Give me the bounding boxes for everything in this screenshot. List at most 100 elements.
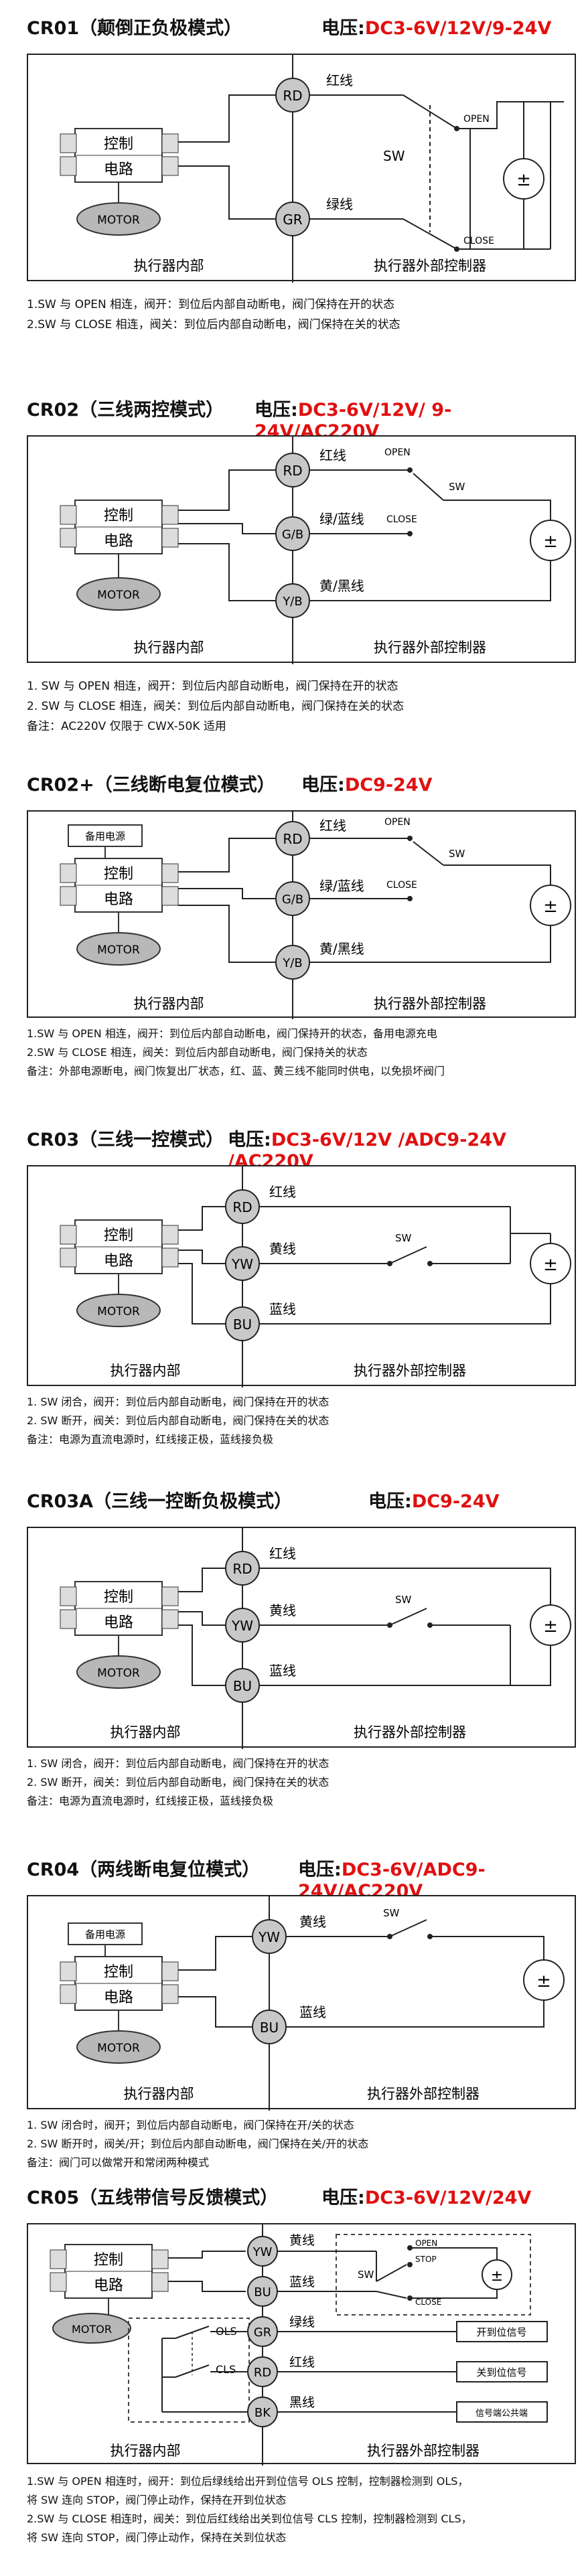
svg-text:执行器外部控制器: 执行器外部控制器 (374, 996, 486, 1012)
notes: 1. SW 闭合，阀开：到位后内部自动断电，阀门保持在开的状态 2. SW 断开… (27, 1757, 330, 1807)
power-source-icon (482, 2259, 512, 2290)
svg-text:CLOSE: CLOSE (386, 514, 417, 525)
svg-text:信号端公共端: 信号端公共端 (476, 2409, 528, 2419)
svg-text:MOTOR: MOTOR (97, 1667, 140, 1680)
svg-text:STOP: STOP (415, 2255, 437, 2264)
svg-text:±: ± (491, 2268, 503, 2285)
wiring-diagram: 备用电源 控制 电路 MOTOR YW BU 黄线 蓝线 SW (27, 1895, 576, 2111)
svg-text:绿/蓝线: 绿/蓝线 (319, 511, 364, 527)
svg-text:蓝线: 蓝线 (289, 2275, 315, 2289)
svg-text:RD: RD (283, 463, 302, 479)
svg-text:控制: 控制 (104, 1589, 133, 1606)
svg-text:执行器内部: 执行器内部 (134, 996, 204, 1012)
svg-text:电路: 电路 (94, 2277, 123, 2294)
svg-text:蓝线: 蓝线 (269, 1663, 296, 1679)
svg-text:YW: YW (252, 2245, 273, 2259)
svg-text:MOTOR: MOTOR (97, 1305, 140, 1318)
power-source-icon (523, 1959, 565, 2001)
power-source-icon (530, 1604, 571, 1646)
svg-text:黑线: 黑线 (289, 2395, 315, 2410)
section-title: CR03A（三线一控断负极模式） (27, 1491, 293, 1512)
close-label: CLOSE (463, 236, 494, 246)
svg-text:蓝线: 蓝线 (299, 2004, 326, 2020)
signal-open-box (456, 2321, 548, 2342)
motor-icon (76, 1294, 161, 1327)
svg-text:BU: BU (254, 2285, 271, 2299)
svg-text:电路: 电路 (104, 1253, 133, 1270)
svg-text:黄/黑线: 黄/黑线 (319, 941, 364, 957)
outside-label: 执行器外部控制器 (374, 258, 486, 274)
wiring-diagram: 控制 电路 MOTOR RD GR 红线 绿线 SW OPEN CLOSE (27, 54, 576, 283)
svg-text:执行器外部控制器: 执行器外部控制器 (367, 2443, 480, 2459)
svg-text:CLOSE: CLOSE (386, 880, 417, 891)
section-title: CR01（颠倒正负极模式） (27, 18, 242, 39)
section-cr03: CR03（三线一控模式） 电压:DC3-6V/12V /ADC9-24V /AC… (0, 1125, 584, 1473)
svg-text:YW: YW (231, 1618, 253, 1634)
section-title: CR04（两线断电复位模式） (27, 1860, 261, 1880)
svg-text:红线: 红线 (269, 1545, 296, 1562)
voltage-spec: 电压:DC3-6V/12V/9-24V (321, 18, 552, 39)
svg-text:±: ± (543, 1255, 558, 1275)
circuit-label: 电路 (104, 161, 133, 178)
svg-text:OPEN: OPEN (384, 817, 411, 828)
svg-text:黄线: 黄线 (299, 1914, 326, 1930)
voltage-spec: 电压:DC9-24V (368, 1491, 500, 1512)
svg-text:SW: SW (383, 1907, 400, 1919)
motor-icon (76, 577, 161, 611)
wiring-diagram: 控制 电路 MOTOR YW BU GR RD BK OLS CLS (27, 2223, 576, 2466)
svg-text:黄线: 黄线 (269, 1241, 296, 1257)
svg-text:YW: YW (231, 1256, 253, 1272)
wiring-diagram: 控制 电路 MOTOR RD YW BU 红线 黄线 蓝线 SW (27, 1165, 576, 1387)
svg-text:电路: 电路 (104, 891, 133, 908)
svg-text:执行器内部: 执行器内部 (111, 2443, 181, 2459)
svg-text:绿/蓝线: 绿/蓝线 (319, 878, 364, 894)
svg-text:BK: BK (254, 2406, 271, 2420)
motor-icon (76, 202, 161, 236)
svg-text:RD: RD (254, 2366, 271, 2380)
control-label: 控制 (104, 136, 133, 153)
power-source-icon (530, 520, 571, 561)
svg-text:±: ± (543, 897, 558, 917)
svg-text:RD: RD (283, 88, 302, 104)
svg-text:电路: 电路 (104, 1614, 133, 1631)
svg-text:G/B: G/B (282, 893, 303, 907)
svg-text:±: ± (516, 170, 531, 190)
notes: 1.SW 与 OPEN 相连，阀开：到位后内部自动断电，阀门保持开的状态，备用电… (27, 1027, 445, 1077)
svg-text:电路: 电路 (104, 1989, 133, 2006)
motor-icon (76, 932, 161, 966)
signal-common-box (456, 2401, 548, 2423)
notes: 1.SW 与 OPEN 相连，阀开：到位后内部自动断电，阀门保持在开的状态 2.… (27, 298, 400, 331)
svg-text:G/B: G/B (282, 528, 303, 542)
svg-text:RD: RD (232, 1561, 252, 1577)
svg-text:MOTOR: MOTOR (97, 2042, 140, 2055)
section-cr03a: CR03A（三线一控断负极模式） 电压:DC9-24V 控制 电路 MOTOR … (0, 1487, 584, 1835)
notes: 1. SW 闭合时，阀开；到位后内部自动断电，阀门保持在开/关的状态 2. SW… (27, 2119, 369, 2169)
svg-text:控制: 控制 (104, 1964, 133, 1981)
svg-text:CLOSE: CLOSE (415, 2297, 441, 2307)
section-title: CR02+（三线断电复位模式） (27, 775, 275, 795)
svg-text:关到位信号: 关到位信号 (476, 2366, 526, 2378)
wiring-diagram: 控制 电路 MOTOR RD G/B Y/B 红线 绿/蓝线 黄/黑线 OPEN… (27, 435, 576, 664)
wire-label: 绿线 (326, 196, 353, 212)
power-source-icon (530, 1243, 571, 1284)
voltage-spec: 电压:DC3-6V/12V/24V (321, 2188, 532, 2208)
svg-text:黄线: 黄线 (269, 1602, 296, 1618)
svg-text:±: ± (536, 1971, 551, 1991)
svg-text:BU: BU (260, 2020, 279, 2036)
section-title: CR05（五线带信号反馈模式） (27, 2188, 279, 2208)
svg-text:OPEN: OPEN (415, 2239, 437, 2248)
power-source-icon (530, 885, 571, 926)
wire-label: 红线 (326, 72, 353, 88)
signal-close-box (456, 2361, 548, 2382)
svg-text:MOTOR: MOTOR (97, 943, 140, 957)
svg-text:SW: SW (395, 1232, 412, 1244)
wiring-diagram: 备用电源 控制 电路 MOTOR RD G/B Y/B 红线 绿/蓝线 黄/黑线 (27, 810, 576, 1019)
section-cr02: CR02（三线两控模式） 电压:DC3-6V/12V/ 9-24V/AC220V… (0, 395, 584, 770)
svg-text:BU: BU (233, 1316, 252, 1333)
control-label: 控制 (104, 508, 133, 524)
svg-text:GR: GR (283, 212, 302, 228)
svg-text:执行器外部控制器: 执行器外部控制器 (354, 1724, 466, 1740)
svg-text:SW: SW (449, 481, 465, 493)
svg-text:RD: RD (232, 1199, 252, 1215)
notes: 1.SW 与 OPEN 相连时，阀开：到位后绿线给出开到位信号 OLS 控制，控… (27, 2475, 472, 2544)
